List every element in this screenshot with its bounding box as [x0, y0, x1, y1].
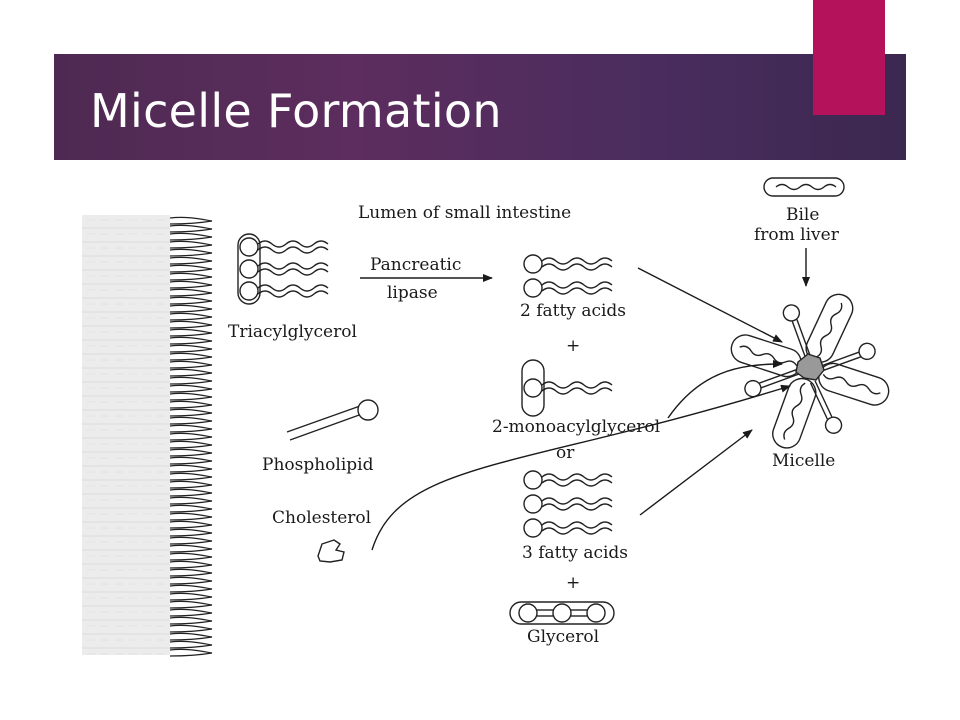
microvillus: [169, 264, 213, 273]
microvillus: [169, 464, 213, 473]
microvillus: [169, 232, 213, 241]
label-bile: Bile: [786, 205, 819, 225]
microvillus: [169, 488, 213, 497]
microvillus: [169, 368, 213, 377]
microvillus: [169, 584, 213, 593]
microvillus: [169, 600, 213, 609]
label-phospholipid: Phospholipid: [262, 455, 374, 475]
three-fatty-acids: [523, 470, 613, 538]
microvillus: [169, 456, 213, 465]
slide-title: Micelle Formation: [90, 84, 502, 138]
microvillus: [169, 520, 213, 529]
microvillus: [169, 416, 213, 425]
phospholipid-molecule: [286, 399, 379, 441]
microvillus: [169, 360, 213, 369]
label-pancreatic: Pancreatic: [370, 255, 461, 275]
microvillus: [169, 552, 213, 561]
microvillus: [169, 424, 213, 433]
microvillus: [169, 320, 213, 329]
microvillus: [169, 352, 213, 361]
microvillus: [169, 480, 213, 489]
microvillus: [169, 576, 213, 585]
microvillus: [169, 608, 213, 617]
two-fatty-acids: [523, 254, 613, 298]
microvillus: [169, 432, 213, 441]
microvillus: [169, 400, 213, 409]
microvillus: [169, 448, 213, 457]
microvillus: [169, 624, 213, 633]
label-lipase: lipase: [387, 283, 438, 303]
microvillus: [169, 408, 213, 417]
microvillus: [169, 640, 213, 649]
label-plus-2: +: [566, 573, 580, 593]
microvillus: [169, 504, 213, 513]
accent-tab: [813, 0, 885, 115]
microvillus: [169, 528, 213, 537]
microvillus: [169, 240, 213, 249]
microvillus: [169, 288, 213, 297]
microvillus: [169, 592, 213, 601]
label-triacylglycerol: Triacylglycerol: [228, 322, 357, 342]
label-2-fatty-acids: 2 fatty acids: [520, 301, 626, 321]
glycerol-molecule: [509, 601, 615, 625]
label-cholesterol: Cholesterol: [272, 508, 371, 528]
label-from-liver: from liver: [754, 225, 840, 245]
microvillus: [169, 560, 213, 569]
microvillus: [169, 544, 213, 553]
micelle-diagram: Triacylglycerol Lumen of small intestine…: [82, 177, 890, 657]
label-plus-1: +: [566, 336, 580, 356]
microvillus: [169, 336, 213, 345]
microvillus: [169, 312, 213, 321]
microvillus: [169, 224, 213, 233]
microvillus: [169, 472, 213, 481]
microvillus: [169, 440, 213, 449]
microvillus: [169, 392, 213, 401]
micelle-structure: [730, 293, 890, 449]
label-glycerol: Glycerol: [527, 627, 599, 647]
microvillus: [169, 256, 213, 265]
microvillus: [169, 344, 213, 353]
microvillus: [169, 296, 213, 305]
bile-capsule: [763, 177, 845, 197]
microvillus: [169, 568, 213, 577]
microvillus: [169, 328, 213, 337]
intestinal-wall: [82, 215, 213, 657]
microvillus: [169, 376, 213, 385]
microvillus: [169, 648, 213, 657]
microvillus: [169, 616, 213, 625]
label-lumen: Lumen of small intestine: [358, 203, 571, 223]
label-3-fatty-acids: 3 fatty acids: [522, 543, 628, 563]
microvillus: [169, 280, 213, 289]
microvillus: [169, 272, 213, 281]
label-monoacylglycerol: 2-monoacylglycerol: [492, 417, 660, 437]
microvillus: [169, 248, 213, 257]
microvillus: [169, 496, 213, 505]
microvillus: [169, 384, 213, 393]
label-micelle: Micelle: [772, 451, 835, 471]
microvillus: [169, 304, 213, 313]
cholesterol-molecule: [317, 539, 345, 563]
microvillus: [169, 632, 213, 641]
monoacylglycerol-molecule: [521, 359, 613, 417]
microvillus: [169, 512, 213, 521]
triacylglycerol-molecule: [237, 233, 329, 305]
arrows-to-micelle: [371, 267, 791, 551]
title-bar: Micelle Formation: [54, 54, 906, 160]
microvillus: [169, 536, 213, 545]
microvillus: [169, 216, 213, 225]
